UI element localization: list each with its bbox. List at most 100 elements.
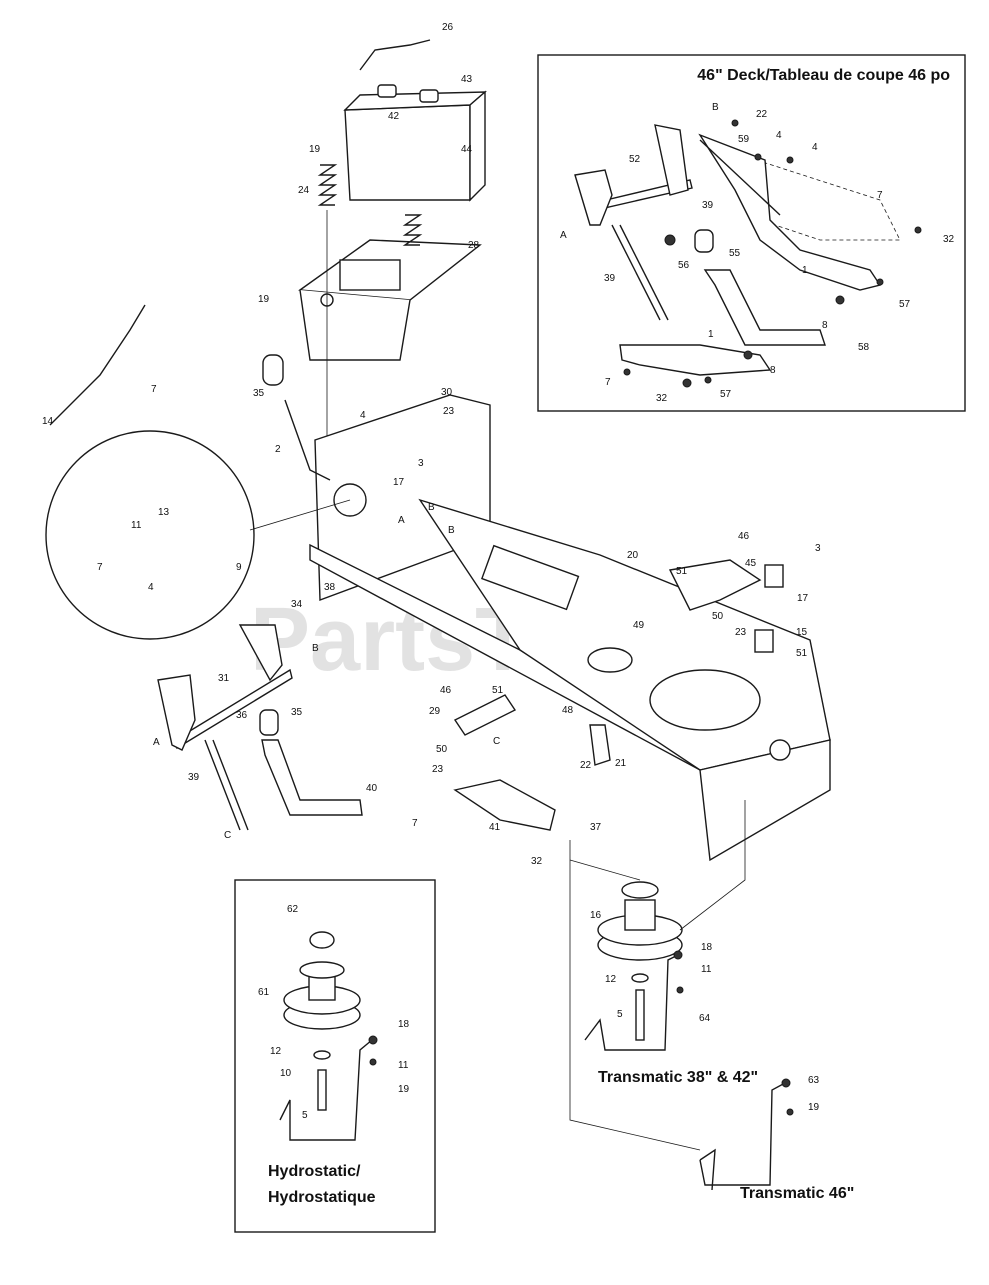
part-callout-A: A (398, 515, 405, 526)
part-callout-18: 18 (398, 1019, 410, 1030)
part-callout-26: 26 (442, 22, 454, 33)
part-callout-1: 1 (802, 265, 808, 276)
deck46-caption: 46" Deck/Tableau de coupe 46 po (697, 67, 950, 84)
part-callout-37: 37 (590, 822, 602, 833)
part-callout-23: 23 (443, 406, 455, 417)
part-callout-51: 51 (492, 685, 504, 696)
part-callout-28: 28 (468, 240, 480, 251)
part-callout-4: 4 (360, 410, 366, 421)
part-callout-2: 2 (275, 444, 281, 455)
part-callout-15: 15 (796, 627, 808, 638)
part-callout-7: 7 (412, 818, 418, 829)
part-callout-38: 38 (324, 582, 336, 593)
part-callout-39: 39 (188, 772, 200, 783)
part-callout-51: 51 (676, 566, 688, 577)
part-callout-49: 49 (633, 620, 645, 631)
part-callout-4: 4 (148, 582, 154, 593)
part-callout-46: 46 (440, 685, 452, 696)
part-callout-62: 62 (287, 904, 299, 915)
transmatic3842-caption: Transmatic 38" & 42" (598, 1069, 758, 1086)
part-callout-B: B (712, 102, 719, 113)
transmatic-46-assembly (699, 1078, 794, 1191)
part-callout-32: 32 (943, 234, 955, 245)
leader-lines (569, 800, 746, 1151)
part-callout-48: 48 (562, 705, 574, 716)
transmatic-3842-assembly (584, 881, 684, 1051)
part-callout-12: 12 (605, 974, 617, 985)
part-callout-57: 57 (899, 299, 911, 310)
part-callout-57: 57 (720, 389, 732, 400)
part-callout-44: 44 (461, 144, 473, 155)
tractor-frame (262, 354, 831, 862)
part-callout-B: B (312, 643, 319, 654)
part-callout-56: 56 (678, 260, 690, 271)
part-callout-7: 7 (605, 377, 611, 388)
part-callout-19: 19 (398, 1084, 410, 1095)
part-callout-63: 63 (808, 1075, 820, 1086)
part-callout-22: 22 (756, 109, 768, 120)
part-callout-11: 11 (131, 520, 142, 531)
hydro-inset-box (234, 879, 436, 1233)
part-callout-C: C (224, 830, 231, 841)
part-callout-8: 8 (822, 320, 828, 331)
part-callout-23: 23 (735, 627, 747, 638)
part-callout-18: 18 (701, 942, 713, 953)
part-callout-64: 64 (699, 1013, 711, 1024)
part-callout-4: 4 (812, 142, 818, 153)
part-callout-3: 3 (815, 543, 821, 554)
hydro-caption-line1: Hydrostatic/ (268, 1163, 361, 1180)
hydro-pulley-assembly (279, 931, 378, 1141)
part-callout-45: 45 (745, 558, 757, 569)
part-callout-17: 17 (797, 593, 809, 604)
part-callout-19: 19 (309, 144, 321, 155)
part-callout-51: 51 (796, 648, 808, 659)
detail-source-circle (333, 483, 367, 517)
part-callout-40: 40 (366, 783, 378, 794)
part-callout-59: 59 (738, 134, 750, 145)
part-callout-4: 4 (776, 130, 782, 141)
part-callout-36: 36 (236, 710, 248, 721)
part-callout-5: 5 (302, 1110, 308, 1121)
part-callout-A: A (153, 737, 160, 748)
part-callout-3: 3 (418, 458, 424, 469)
part-callout-50: 50 (712, 611, 724, 622)
part-callout-41: 41 (489, 822, 501, 833)
part-callout-21: 21 (615, 758, 627, 769)
part-callout-5: 5 (617, 1009, 623, 1020)
part-callout-32: 32 (656, 393, 668, 404)
part-callout-14: 14 (42, 416, 54, 427)
part-callout-16: 16 (590, 910, 602, 921)
hydro-caption-line2: Hydrostatique (268, 1189, 376, 1206)
part-callout-52: 52 (629, 154, 641, 165)
part-callout-30: 30 (441, 387, 453, 398)
part-callout-1: 1 (708, 329, 714, 340)
part-callout-35: 35 (291, 707, 303, 718)
part-callout-50: 50 (436, 744, 448, 755)
part-callout-12: 12 (270, 1046, 282, 1057)
part-callout-11: 11 (398, 1060, 409, 1071)
part-callout-35: 35 (253, 388, 265, 399)
part-callout-23: 23 (432, 764, 444, 775)
part-callout-61: 61 (258, 987, 270, 998)
battery-and-tray (298, 39, 487, 500)
detail-zoom-circle (45, 430, 255, 640)
pedal-assembly (49, 304, 363, 831)
part-callout-22: 22 (580, 760, 592, 771)
part-callout-10: 10 (280, 1068, 292, 1079)
part-callout-B: B (428, 502, 435, 513)
frame-brackets (453, 559, 784, 831)
part-callout-39: 39 (604, 273, 616, 284)
part-callout-42: 42 (388, 111, 400, 122)
part-callout-19: 19 (808, 1102, 820, 1113)
part-callout-31: 31 (218, 673, 230, 684)
part-callout-7: 7 (151, 384, 157, 395)
deck46-inset-box (537, 54, 966, 412)
part-callout-8: 8 (770, 365, 776, 376)
deck46-linkage (574, 119, 922, 388)
part-callout-11: 11 (701, 964, 712, 975)
part-callout-46: 46 (738, 531, 750, 542)
part-callout-29: 29 (429, 706, 441, 717)
